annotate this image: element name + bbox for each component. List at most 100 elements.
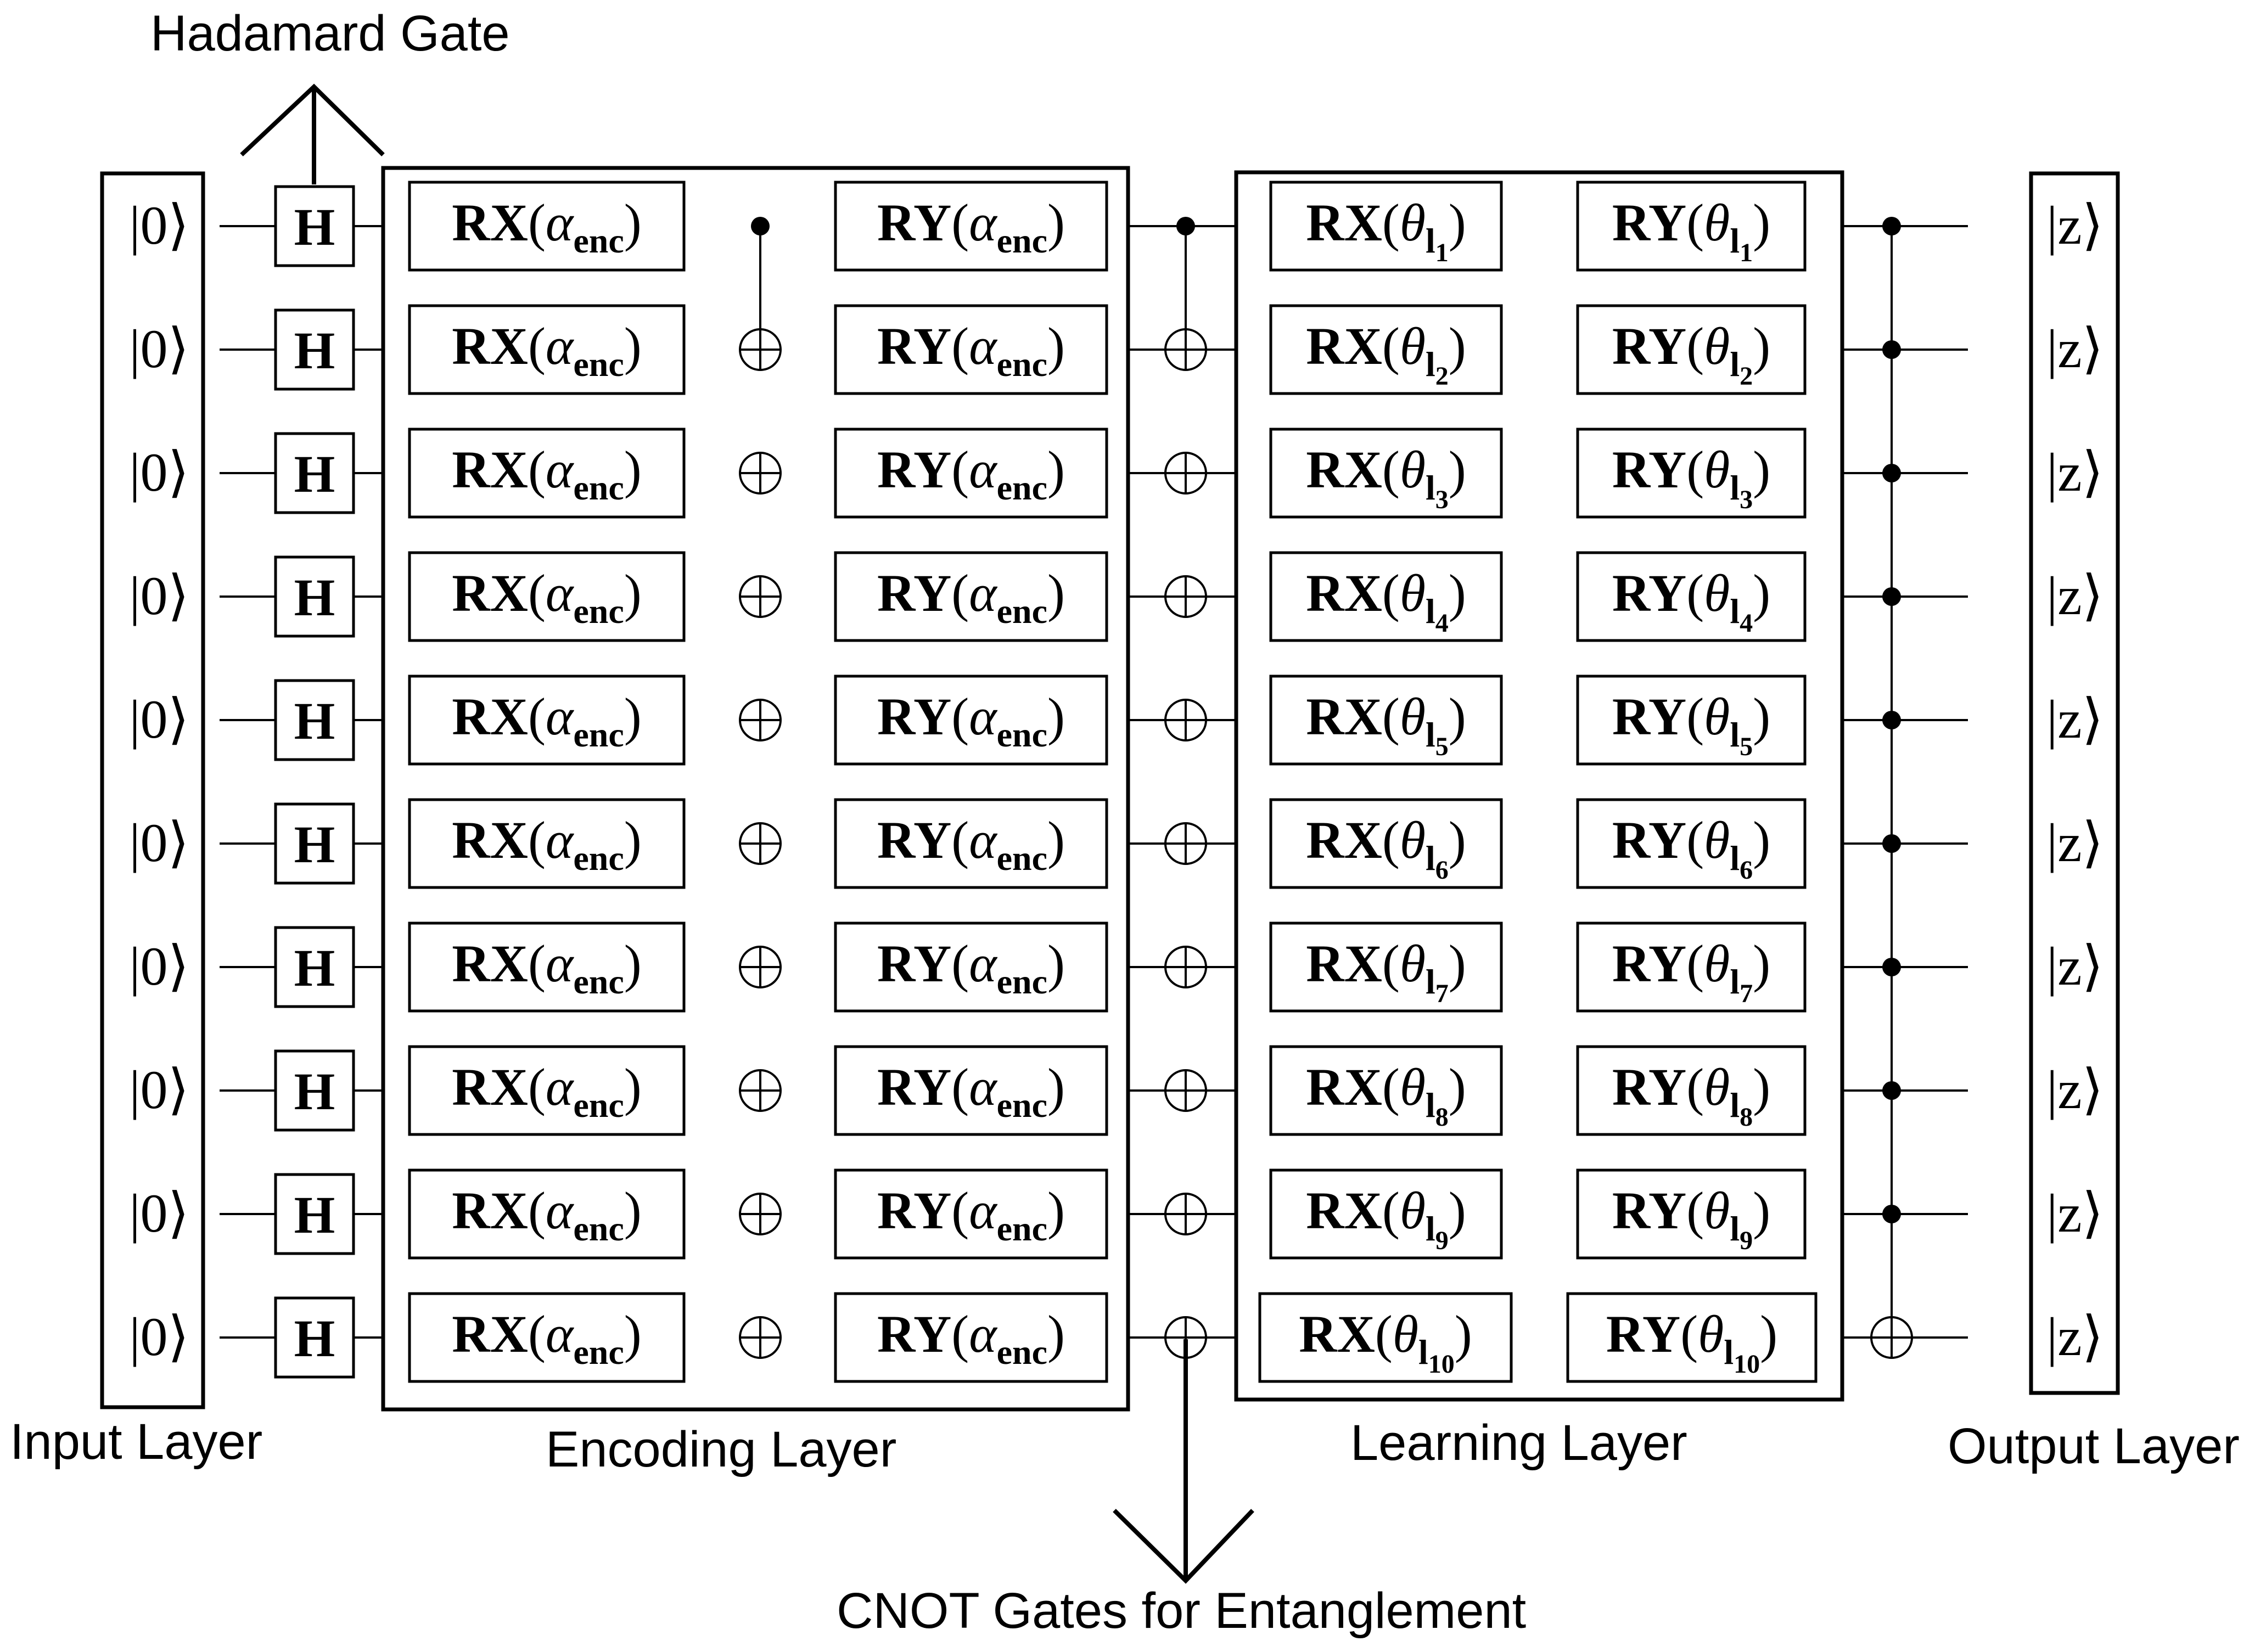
output-state-ket: |z⟩ (2046, 1183, 2103, 1244)
encoding-rx-gate: RX(αenc) (408, 1045, 686, 1136)
gate-label: RX(αenc) (452, 1305, 641, 1372)
hadamard-gate: H (274, 1049, 355, 1132)
gate-box (1576, 1168, 1807, 1260)
gate-label: RY(αenc) (877, 193, 1065, 260)
hadamard-box (274, 802, 355, 885)
hadamard-box (274, 1173, 355, 1255)
learning-ry-gate: RY(θl10) (1566, 1292, 1818, 1383)
encoding-rx-gate: RX(αenc) (408, 304, 686, 395)
input-layer-frame (100, 171, 205, 1409)
learning-rx-gate: RX(θl9) (1269, 1168, 1503, 1260)
cnot-control-dot (1882, 217, 1901, 235)
gate-label: RY(αenc) (877, 440, 1065, 507)
output-state-ket: |z⟩ (2046, 565, 2103, 626)
learning-ry-gate: RY(θl4) (1576, 551, 1807, 642)
hadamard-label: H (294, 568, 335, 627)
hadamard-label: H (294, 198, 335, 256)
cnot-target (1164, 1069, 1207, 1112)
learning-ry-gate: RY(θl7) (1576, 921, 1807, 1013)
gate-label: RX(θl5) (1306, 687, 1466, 761)
learning-ry-gate: RY(θl9) (1576, 1168, 1807, 1260)
hadamard-box (274, 555, 355, 638)
learning-rx-gate: RX(θl2) (1269, 304, 1503, 395)
output-state-ket: |z⟩ (2046, 812, 2103, 873)
cnot-target (1164, 699, 1207, 741)
learning-ry-gate: RY(θl3) (1576, 428, 1807, 519)
cnot-target (739, 946, 782, 988)
states: |0⟩|z⟩|0⟩|z⟩|0⟩|z⟩|0⟩|z⟩|0⟩|z⟩|0⟩|z⟩|0⟩|… (129, 195, 2103, 1367)
gate-label: RY(αenc) (877, 564, 1065, 631)
output-state-ket: |z⟩ (2046, 1306, 2103, 1367)
cnot-target (739, 699, 782, 741)
input-state-ket: |0⟩ (129, 1059, 189, 1120)
gate-box (834, 921, 1108, 1013)
gate-box (1576, 181, 1807, 272)
gate-box (1269, 304, 1503, 395)
gate-box (408, 798, 686, 889)
gate-box (1576, 921, 1807, 1013)
gate-label: RX(θl6) (1306, 811, 1466, 885)
cnot-control-dot (1882, 958, 1901, 976)
gate-box (408, 551, 686, 642)
encoding-ry-gate: RY(αenc) (834, 181, 1108, 272)
hadamard-gate: H (274, 1296, 355, 1379)
cnot-target (739, 328, 782, 371)
hadamard-gate: H (274, 308, 355, 391)
learning-ry-gate: RY(θl8) (1576, 1045, 1807, 1136)
input-state-ket: |0⟩ (129, 812, 189, 873)
cnot-target (739, 452, 782, 495)
encoding-ry-gate: RY(αenc) (834, 428, 1108, 519)
gate-box (408, 921, 686, 1013)
gate-label: RY(αenc) (877, 317, 1065, 384)
output-layer-frame (2029, 171, 2120, 1395)
gate-label: RY(αenc) (877, 934, 1065, 1001)
output-layer-caption: Output Layer (1948, 1418, 2240, 1474)
cnot-control-dot (1882, 834, 1901, 853)
output-state-ket: |z⟩ (2046, 689, 2103, 750)
hadamard-box (274, 679, 355, 761)
gate-box (834, 304, 1108, 395)
input-state-ket: |0⟩ (129, 195, 189, 256)
hadamard-box (274, 1296, 355, 1379)
learning-ry-gate: RY(θl5) (1576, 675, 1807, 766)
gate-box (1269, 1168, 1503, 1260)
gate-label: RY(αenc) (877, 1305, 1065, 1372)
cnot-control-dot (1882, 340, 1901, 359)
gate-box (1269, 798, 1503, 889)
gate-box (1269, 551, 1503, 642)
gate-box (834, 798, 1108, 889)
gate-label: RY(θl2) (1612, 317, 1770, 391)
cnot-target (739, 575, 782, 618)
cnot-target (1164, 575, 1207, 618)
gate-label: RX(θl10) (1299, 1305, 1472, 1379)
encoding-ry-gate: RY(αenc) (834, 675, 1108, 766)
encoding-rx-gate: RX(αenc) (408, 428, 686, 519)
gate-label: RY(θl6) (1612, 811, 1770, 885)
hadamard-gate-caption: Hadamard Gate (150, 5, 510, 61)
gate-label: RY(θl1) (1612, 193, 1770, 267)
input-layer-caption: Input Layer (10, 1414, 262, 1470)
learning-ry-gate: RY(θl2) (1576, 304, 1807, 395)
learning-rx-gate: RX(θl6) (1269, 798, 1503, 889)
gate-label: RX(θl9) (1306, 1181, 1466, 1255)
hadamard-label: H (294, 1062, 335, 1121)
learning-rx-gate: RX(θl3) (1269, 428, 1503, 519)
cnot-target (739, 1069, 782, 1112)
gate-box (1576, 428, 1807, 519)
hadamard-gate-pointer (240, 83, 385, 184)
cnot-control-dot (1176, 217, 1195, 235)
cnot-target (1164, 1193, 1207, 1235)
encoding-rx-gate: RX(αenc) (408, 921, 686, 1013)
layer-frames (100, 166, 2120, 1412)
gate-box (408, 1292, 686, 1383)
cnot-target (739, 1316, 782, 1359)
input-state-ket: |0⟩ (129, 1306, 189, 1367)
gate-label: RX(αenc) (452, 317, 641, 384)
encoding-ry-gate: RY(αenc) (834, 1168, 1108, 1260)
cnot-target (1164, 452, 1207, 495)
gate-label: RY(αenc) (877, 1058, 1065, 1125)
gate-label: RY(θl10) (1606, 1305, 1777, 1379)
gate-label: RY(θl7) (1612, 934, 1770, 1008)
